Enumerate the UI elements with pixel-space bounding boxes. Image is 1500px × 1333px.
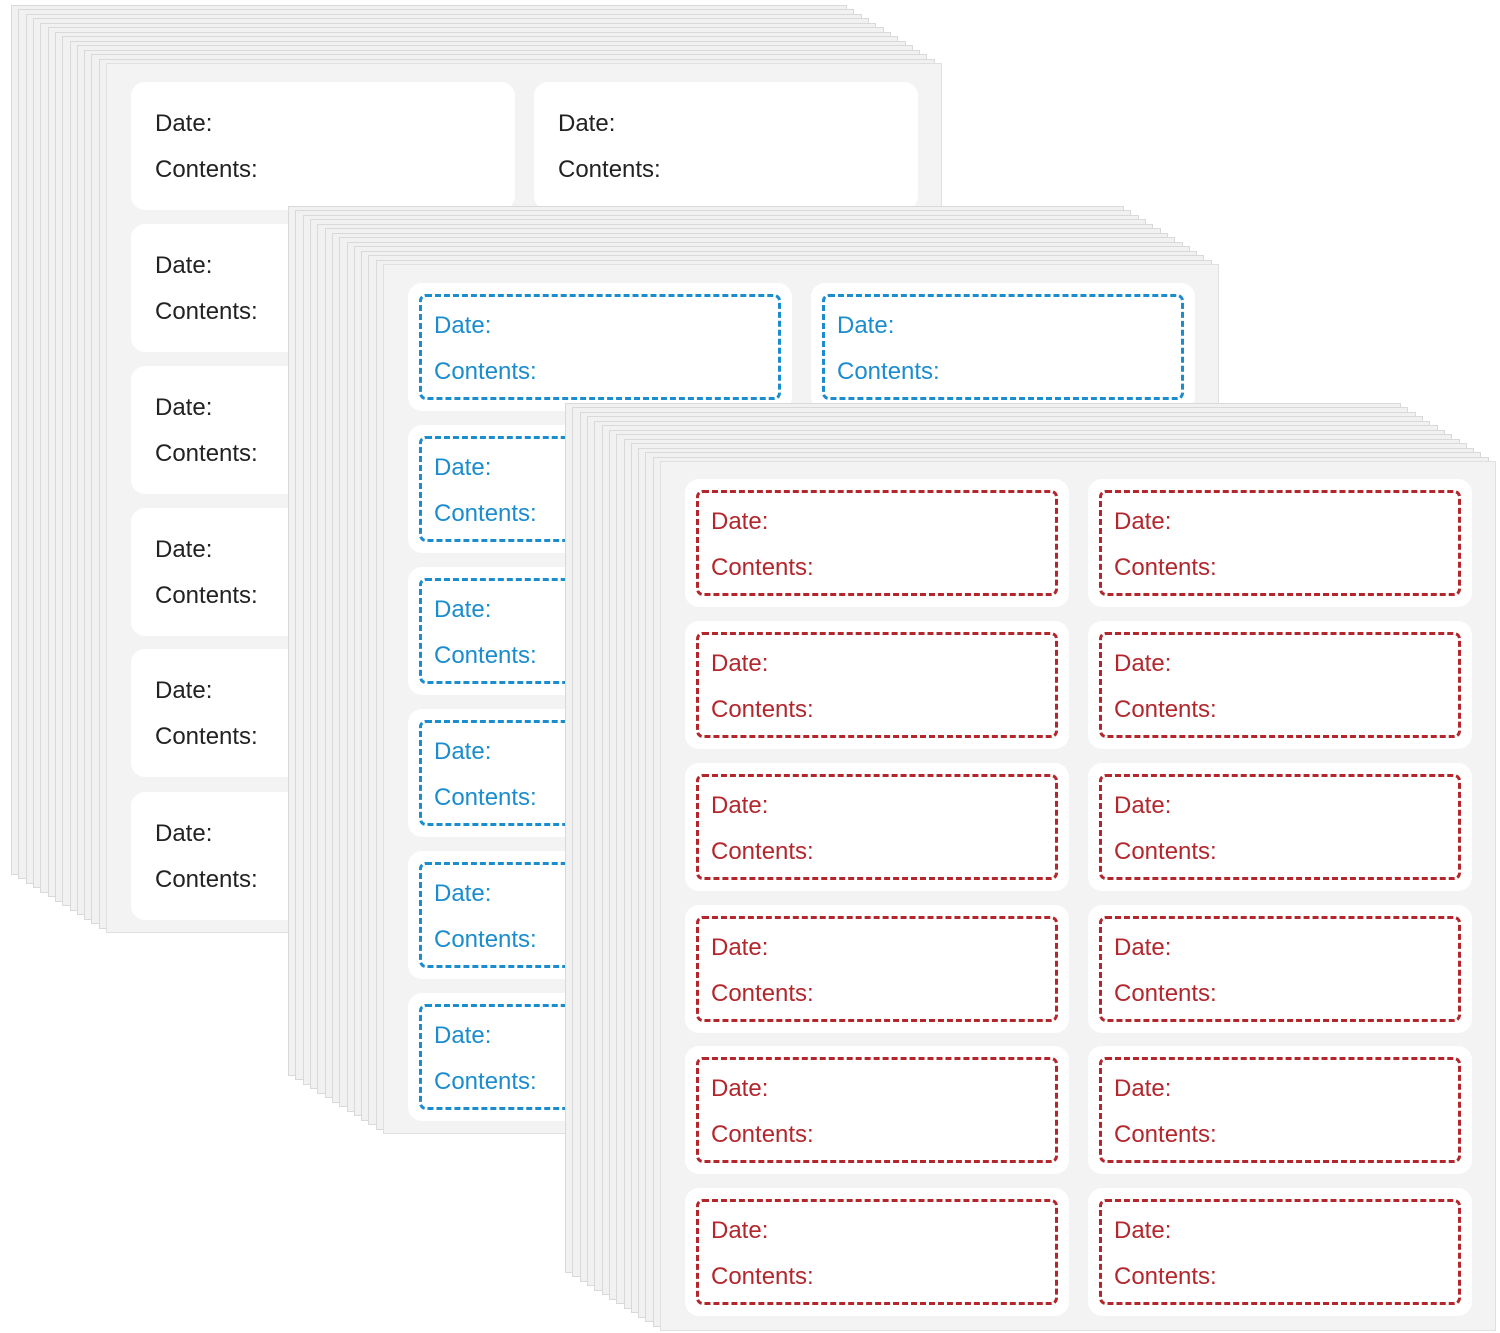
date-field-label: Date:: [155, 394, 213, 421]
contents-field-label: Contents:: [1114, 980, 1217, 1007]
date-field-label: Date:: [434, 454, 492, 481]
label-plain[interactable]: Date: Contents:: [131, 82, 515, 210]
date-field-label: Date:: [1114, 934, 1172, 961]
date-field-label: Date:: [434, 1022, 492, 1049]
dashed-border: [1099, 774, 1461, 880]
date-field-label: Date:: [434, 312, 492, 339]
dashed-border: [1099, 1199, 1461, 1305]
contents-field-label: Contents:: [155, 582, 258, 609]
label-red[interactable]: Date: Contents:: [1088, 621, 1472, 749]
dashed-border: [696, 916, 1058, 1022]
contents-field-label: Contents:: [155, 156, 258, 183]
dashed-border: [696, 1199, 1058, 1305]
contents-field-label: Contents:: [1114, 1121, 1217, 1148]
date-field-label: Date:: [1114, 508, 1172, 535]
dashed-border: [1099, 1057, 1461, 1163]
dashed-border: [1099, 632, 1461, 738]
date-field-label: Date:: [434, 596, 492, 623]
label-red[interactable]: Date: Contents:: [685, 1188, 1069, 1316]
label-red[interactable]: Date: Contents:: [685, 479, 1069, 607]
date-field-label: Date:: [711, 934, 769, 961]
dashed-border: [822, 294, 1184, 400]
date-field-label: Date:: [434, 880, 492, 907]
contents-field-label: Contents:: [1114, 838, 1217, 865]
contents-field-label: Contents:: [1114, 1263, 1217, 1290]
dashed-border: [696, 632, 1058, 738]
date-field-label: Date:: [837, 312, 895, 339]
contents-field-label: Contents:: [155, 440, 258, 467]
date-field-label: Date:: [558, 110, 616, 137]
contents-field-label: Contents:: [155, 866, 258, 893]
dashed-border: [696, 1057, 1058, 1163]
date-field-label: Date:: [155, 820, 213, 847]
date-field-label: Date:: [434, 738, 492, 765]
contents-field-label: Contents:: [1114, 696, 1217, 723]
contents-field-label: Contents:: [711, 838, 814, 865]
date-field-label: Date:: [1114, 792, 1172, 819]
label-blue[interactable]: Date: Contents:: [408, 283, 792, 411]
contents-field-label: Contents:: [155, 298, 258, 325]
contents-field-label: Contents:: [434, 926, 537, 953]
date-field-label: Date:: [711, 650, 769, 677]
date-field-label: Date:: [1114, 1217, 1172, 1244]
date-field-label: Date:: [155, 110, 213, 137]
date-field-label: Date:: [711, 508, 769, 535]
dashed-border: [696, 490, 1058, 596]
dashed-border: [696, 774, 1058, 880]
dashed-border: [1099, 490, 1461, 596]
date-field-label: Date:: [711, 1217, 769, 1244]
contents-field-label: Contents:: [434, 500, 537, 527]
label-red[interactable]: Date: Contents:: [685, 763, 1069, 891]
date-field-label: Date:: [155, 252, 213, 279]
label-plain[interactable]: Date: Contents:: [534, 82, 918, 210]
date-field-label: Date:: [711, 1075, 769, 1102]
label-red[interactable]: Date: Contents:: [685, 905, 1069, 1033]
contents-field-label: Contents:: [711, 1263, 814, 1290]
contents-field-label: Contents:: [711, 980, 814, 1007]
date-field-label: Date:: [711, 792, 769, 819]
date-field-label: Date:: [1114, 650, 1172, 677]
label-red[interactable]: Date: Contents:: [1088, 479, 1472, 607]
contents-field-label: Contents:: [434, 642, 537, 669]
contents-field-label: Contents:: [837, 358, 940, 385]
label-red[interactable]: Date: Contents:: [1088, 763, 1472, 891]
contents-field-label: Contents:: [711, 554, 814, 581]
contents-field-label: Contents:: [434, 358, 537, 385]
label-red[interactable]: Date: Contents:: [1088, 905, 1472, 1033]
label-red[interactable]: Date: Contents:: [685, 1046, 1069, 1174]
contents-field-label: Contents:: [558, 156, 661, 183]
contents-field-label: Contents:: [711, 1121, 814, 1148]
dashed-border: [1099, 916, 1461, 1022]
label-red[interactable]: Date: Contents:: [1088, 1188, 1472, 1316]
contents-field-label: Contents:: [434, 784, 537, 811]
date-field-label: Date:: [1114, 1075, 1172, 1102]
label-blue[interactable]: Date: Contents:: [811, 283, 1195, 411]
date-field-label: Date:: [155, 536, 213, 563]
date-field-label: Date:: [155, 677, 213, 704]
contents-field-label: Contents:: [1114, 554, 1217, 581]
label-red[interactable]: Date: Contents:: [685, 621, 1069, 749]
contents-field-label: Contents:: [155, 723, 258, 750]
dashed-border: [419, 294, 781, 400]
label-red[interactable]: Date: Contents:: [1088, 1046, 1472, 1174]
contents-field-label: Contents:: [434, 1068, 537, 1095]
contents-field-label: Contents:: [711, 696, 814, 723]
